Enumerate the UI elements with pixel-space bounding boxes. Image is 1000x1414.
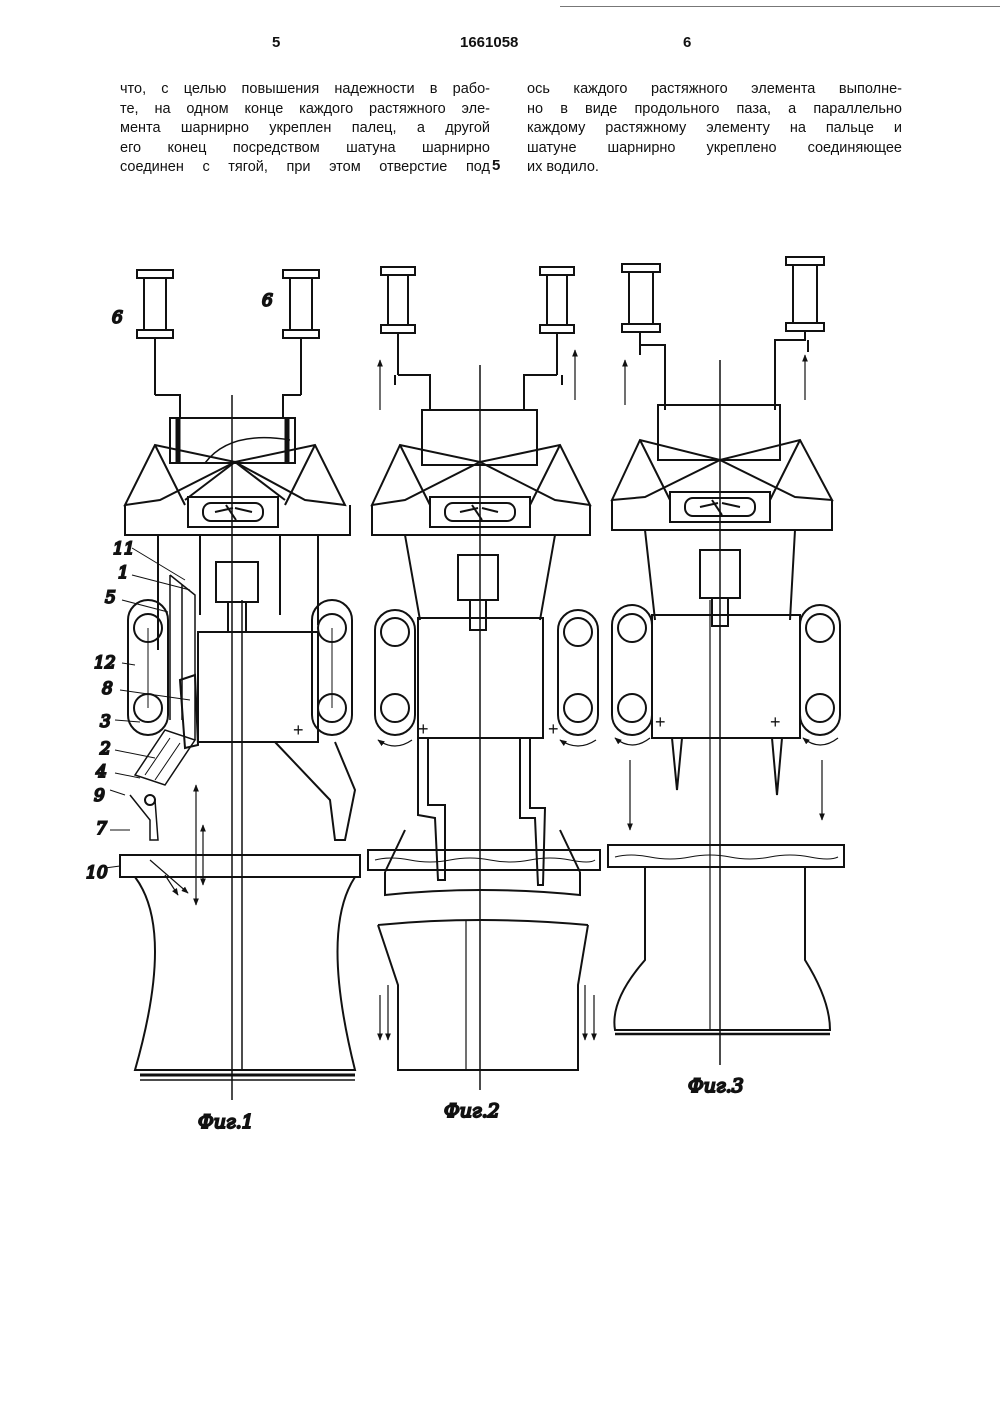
label-5: 5 xyxy=(105,588,116,608)
label-6-right: 6 xyxy=(262,291,273,311)
figure-1-drawing: + xyxy=(105,270,360,1100)
label-11: 11 xyxy=(113,539,135,559)
label-1: 1 xyxy=(118,563,129,583)
chain-left xyxy=(128,600,168,735)
caption-fig-2: Фиг.2 xyxy=(444,1100,500,1122)
label-6-left: 6 xyxy=(112,308,123,328)
figure-3-drawing: + + xyxy=(608,257,844,1065)
bobbin-left xyxy=(381,267,430,410)
bobbin-right xyxy=(524,267,574,410)
chain-right xyxy=(558,610,598,735)
chain-left xyxy=(612,605,652,735)
label-3: 3 xyxy=(100,712,111,732)
svg-text:+: + xyxy=(655,712,666,732)
label-8: 8 xyxy=(102,679,113,699)
caption-fig-3: Фиг.3 xyxy=(688,1075,744,1097)
label-9: 9 xyxy=(94,786,105,806)
svg-text:+: + xyxy=(293,720,304,740)
label-7: 7 xyxy=(96,819,107,839)
label-2: 2 xyxy=(99,739,111,759)
chain-left xyxy=(375,610,415,735)
bobbin-right xyxy=(283,270,319,418)
figure-2-drawing: + + xyxy=(368,267,600,1090)
svg-text:+: + xyxy=(770,712,781,732)
chain-right xyxy=(800,605,840,735)
bobbin-right xyxy=(775,257,824,410)
label-10: 10 xyxy=(86,863,108,883)
bobbin-left xyxy=(137,270,180,418)
label-4: 4 xyxy=(95,762,107,782)
bobbin-left xyxy=(622,264,665,410)
label-12: 12 xyxy=(94,653,116,673)
caption-fig-1: Фиг.1 xyxy=(198,1111,254,1133)
svg-text:+: + xyxy=(548,719,559,739)
svg-text:+: + xyxy=(418,719,429,739)
